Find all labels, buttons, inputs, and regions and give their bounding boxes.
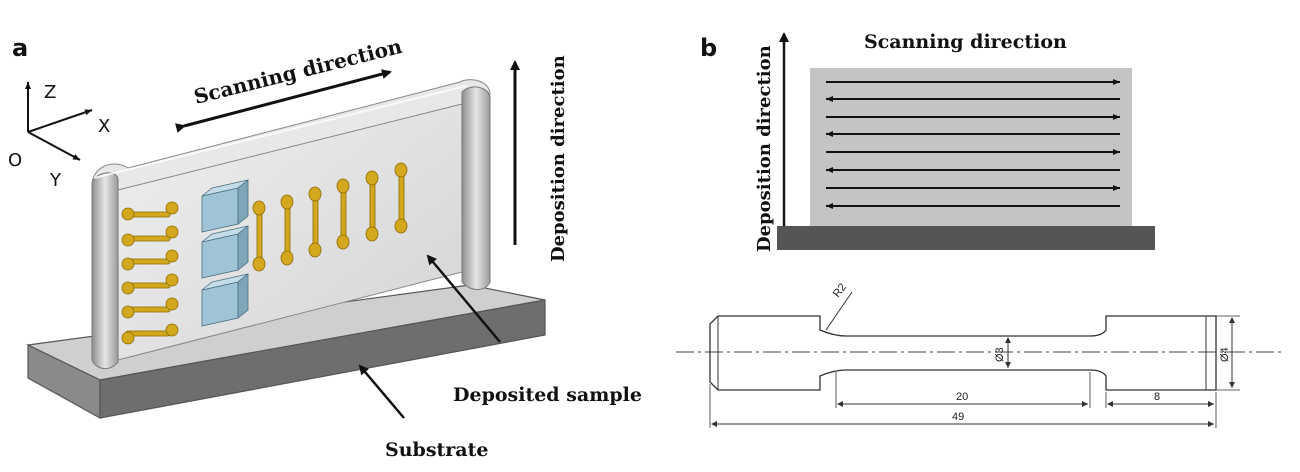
grip-length-label: 8 [1154,391,1160,403]
panel-a: a Z X Y O [8,34,642,461]
grip-diameter-label: Ø4 [1219,347,1231,362]
deposited-sample-pointer [426,254,501,343]
coordinate-axes: Z X Y O [8,82,110,191]
deposited-plate [810,68,1132,226]
radius-leader [825,291,853,331]
dogbone-v-4 [336,178,350,250]
panel-a-letter: a [12,34,28,62]
substrate-pointer [358,364,405,419]
radius-label: R2 [831,281,849,299]
scanning-direction-label-b: Scanning direction [864,31,1067,53]
vertical-dogbones [252,162,408,272]
x-axis [27,109,93,133]
origin-label: O [8,150,22,171]
dogbone-v-3 [308,186,322,258]
horizontal-dogbones [121,201,179,345]
substrate-base [777,226,1155,250]
dogbone-h-1 [121,201,179,221]
gauge-length-label: 20 [956,391,968,403]
x-axis-label: X [98,116,110,137]
z-axis-label: Z [44,82,56,103]
cube-samples [201,179,249,327]
dogbone-h-4 [121,273,179,295]
dogbone-h-5 [121,297,179,319]
dogbone-v-6 [394,162,408,234]
gauge-diameter-label: Ø3 [994,347,1006,362]
scanning-direction-arrow-a [174,69,392,133]
dogbone-h-6 [121,323,179,345]
panel-b: b Scanning direction Deposition directio… [676,31,1284,428]
cube-2 [201,225,249,279]
deposition-direction-label-a: Deposition direction [548,55,569,262]
y-axis-label: Y [49,170,62,191]
dogbone-h-2 [121,225,179,247]
substrate-label: Substrate [385,439,488,461]
specimen-outline [709,315,1217,391]
scan-tracks [826,79,1120,209]
panel-b-letter: b [700,34,717,62]
dogbone-h-3 [121,249,179,271]
deposited-sample-label: Deposited sample [453,384,642,406]
dogbone-v-5 [365,170,379,242]
y-axis [27,131,81,161]
total-length-label: 49 [952,411,964,423]
cube-1 [201,179,249,233]
substrate-block [25,284,546,420]
deposition-direction-label-b: Deposition direction [754,45,775,252]
cube-3 [201,273,249,327]
tensile-specimen-drawing: R2 Ø3 Ø4 20 8 49 [676,281,1284,428]
dogbone-v-1 [252,200,266,272]
dogbone-v-2 [280,194,294,266]
